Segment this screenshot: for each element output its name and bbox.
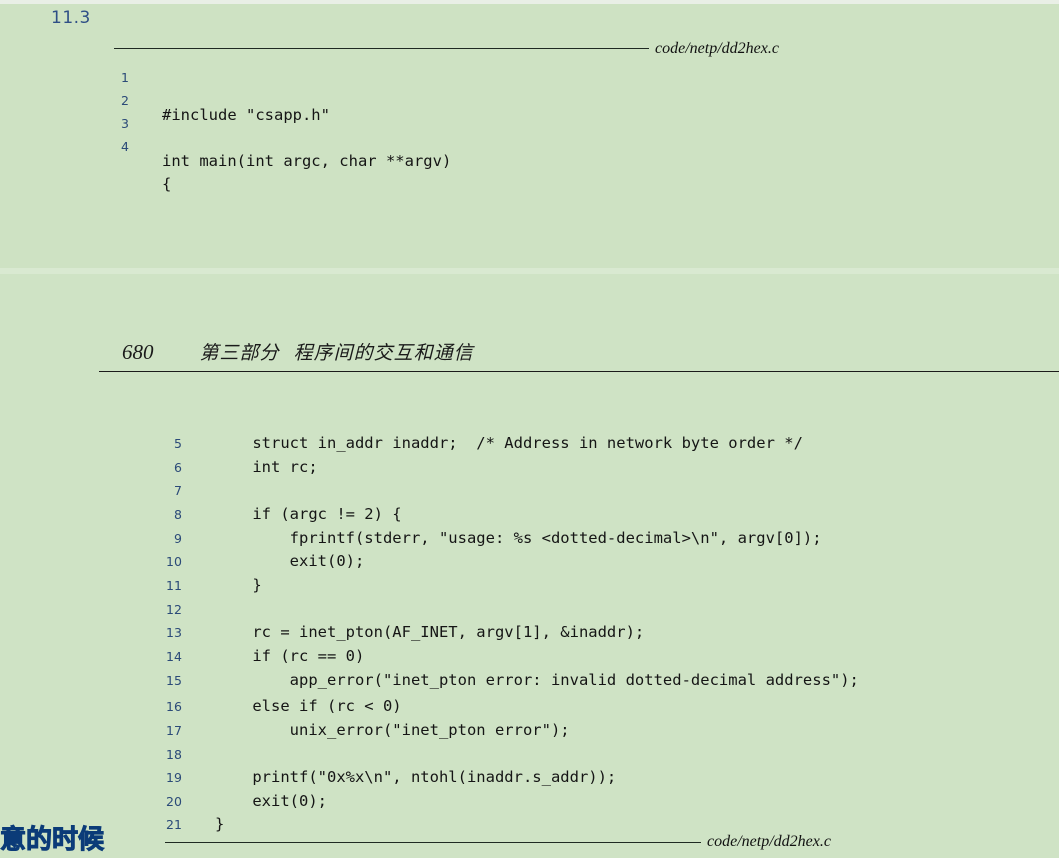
code-text: exit(0);	[215, 792, 327, 810]
code-line: 4 {	[121, 137, 171, 193]
code-text: printf("0x%x\n", ntohl(inaddr.s_addr));	[215, 768, 617, 786]
page-separator	[0, 268, 1059, 274]
top-page	[0, 0, 1059, 270]
code-line: 3 int main(int argc, char **argv)	[121, 114, 451, 170]
line-number: 7	[174, 483, 182, 498]
page-number: 680	[122, 340, 154, 364]
code-text: unix_error("inet_pton error");	[215, 721, 570, 739]
line-number: 19	[166, 770, 182, 785]
top-file-label: code/netp/dd2hex.c	[655, 40, 779, 57]
line-number: 8	[174, 507, 182, 522]
line-number: 12	[166, 602, 182, 617]
bottom-file-rule	[165, 842, 701, 843]
code-text: else if (rc < 0)	[215, 697, 402, 715]
caption-overlay: 意的时候	[0, 825, 105, 856]
top-file-rule	[114, 48, 649, 49]
line-number: 17	[166, 723, 182, 738]
code-text: int main(int argc, char **argv)	[162, 152, 452, 170]
running-header: 680 第三部分 程序间的交互和通信	[122, 338, 474, 365]
code-text: app_error("inet_pton error: invalid dott…	[215, 671, 859, 689]
line-number: 11	[166, 578, 182, 593]
line-number: 18	[166, 747, 182, 762]
code-text: rc = inet_pton(AF_INET, argv[1], &inaddr…	[215, 623, 645, 641]
line-number: 2	[121, 93, 129, 108]
code-text: }	[215, 576, 262, 594]
code-text: exit(0);	[215, 552, 365, 570]
line-number: 1	[121, 70, 129, 85]
code-text: int rc;	[215, 458, 318, 476]
code-text: fprintf(stderr, "usage: %s <dotted-decim…	[215, 529, 822, 547]
code-line: 1 #include "csapp.h"	[121, 68, 330, 124]
line-number: 20	[166, 794, 182, 809]
line-number: 6	[174, 460, 182, 475]
line-number: 10	[166, 554, 182, 569]
code-text: if (argc != 2) {	[215, 505, 402, 523]
code-line: 2	[121, 91, 141, 113]
line-number: 9	[174, 531, 182, 546]
code-text: struct in_addr inaddr; /* Address in net…	[215, 434, 803, 452]
code-text: if (rc == 0)	[215, 647, 365, 665]
bottom-file-label: code/netp/dd2hex.c	[707, 833, 831, 850]
line-number: 14	[166, 649, 182, 664]
code-text: {	[162, 175, 172, 193]
line-number: 16	[166, 699, 182, 714]
running-header-rule	[99, 371, 1059, 372]
line-number: 5	[174, 436, 182, 451]
line-number: 3	[121, 116, 129, 131]
code-text: #include "csapp.h"	[162, 106, 330, 124]
line-number: 15	[166, 673, 182, 688]
line-number: 4	[121, 139, 129, 154]
line-number: 13	[166, 625, 182, 640]
code-text: }	[215, 815, 225, 833]
exercise-number: 11.3	[51, 8, 91, 28]
line-number: 21	[166, 817, 182, 832]
chapter-title: 第三部分 程序间的交互和通信	[199, 342, 474, 364]
